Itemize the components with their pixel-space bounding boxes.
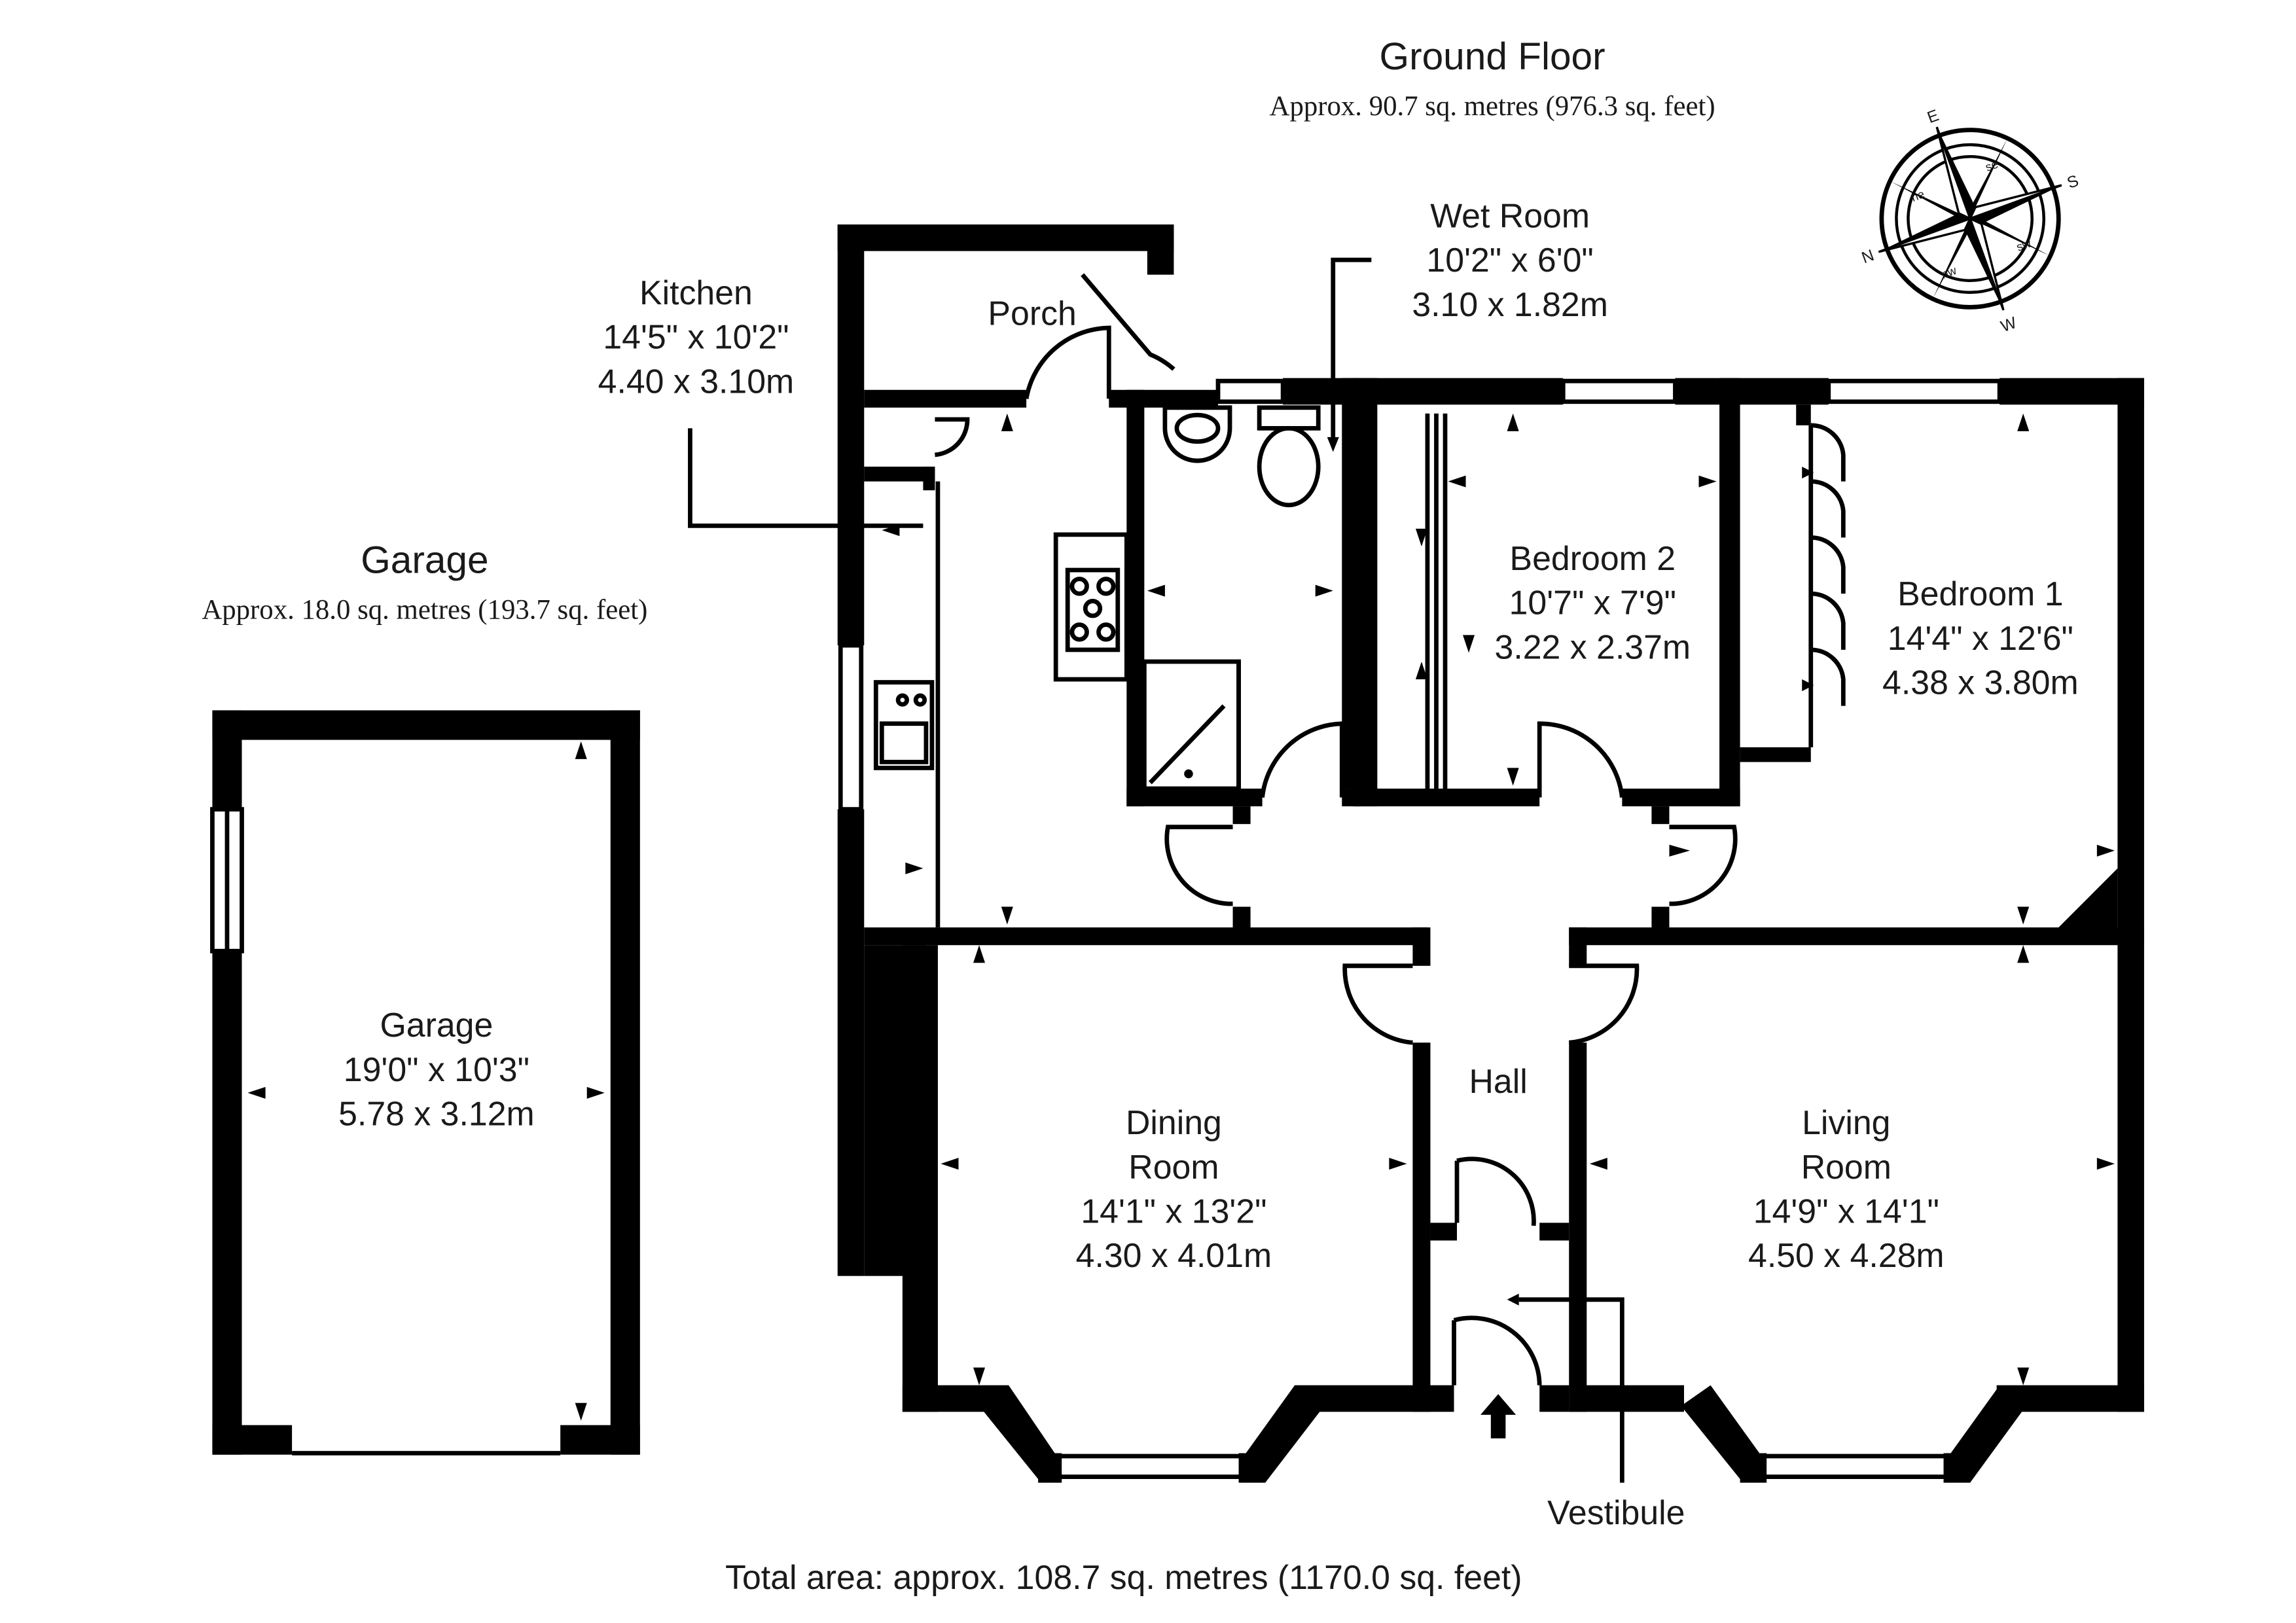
garage-metric: 5.78 x 3.12m — [338, 1094, 535, 1132]
living-name-2: Room — [1801, 1148, 1892, 1186]
living-name-1: Living — [1802, 1103, 1890, 1141]
bedroom2-name: Bedroom 2 — [1510, 539, 1676, 577]
vestibule-name: Vestibule — [1547, 1493, 1685, 1531]
bedroom1-imperial: 14'4" x 12'6" — [1888, 619, 2073, 657]
compass-label-e: E — [1925, 107, 1941, 127]
bedroom1-name: Bedroom 1 — [1897, 575, 2063, 613]
dining-name-2: Room — [1128, 1148, 1219, 1186]
porch-name: Porch — [988, 294, 1076, 332]
kitchen-imperial: 14'5" x 10'2" — [603, 318, 789, 356]
total-area: Total area: approx. 108.7 sq. metres (11… — [725, 1558, 1522, 1596]
dining-name-1: Dining — [1126, 1103, 1222, 1141]
entrance-arrow-icon — [1480, 1394, 1516, 1438]
wet-room-metric: 3.10 x 1.82m — [1412, 285, 1608, 323]
living-metric: 4.50 x 4.28m — [1748, 1236, 1945, 1274]
house-walls — [837, 224, 2144, 1412]
compass-rose-icon: E S W N se sw nw ne — [1859, 107, 2081, 336]
dining-metric: 4.30 x 4.01m — [1076, 1236, 1272, 1274]
compass-label-s: S — [2065, 172, 2081, 192]
wet-room-imperial: 10'2" x 6'0" — [1426, 241, 1593, 279]
ground-floor-area: Approx. 90.7 sq. metres (976.3 sq. feet) — [1270, 91, 1715, 122]
bedroom2-metric: 3.22 x 2.37m — [1495, 628, 1691, 666]
wet-room-fixtures — [1141, 405, 1321, 791]
ground-floor-title: Ground Floor — [1380, 35, 1605, 78]
garage-building — [210, 710, 640, 1455]
kitchen-name: Kitchen — [639, 274, 753, 312]
leader-lines — [688, 257, 1624, 1483]
label-bedroom1: Bedroom 1 14'4" x 12'6" 4.38 x 3.80m — [1882, 575, 2079, 701]
label-living: Living Room 14'9" x 14'1" 4.50 x 4.28m — [1748, 1103, 1945, 1274]
label-wet-room: Wet Room 10'2" x 6'0" 3.10 x 1.82m — [1412, 196, 1608, 323]
label-bedroom2: Bedroom 2 10'7" x 7'9" 3.22 x 2.37m — [1495, 539, 1691, 666]
compass-label-n: N — [1859, 247, 1876, 268]
dimension-markers — [247, 413, 2115, 1421]
garage-section-title: Garage — [361, 539, 488, 582]
living-bay-window — [1681, 1385, 2026, 1483]
garage-section-area: Approx. 18.0 sq. metres (193.7 sq. feet) — [202, 594, 647, 625]
bedroom2-imperial: 10'7" x 7'9" — [1509, 584, 1676, 622]
kitchen-metric: 4.40 x 3.10m — [598, 362, 795, 400]
label-dining: Dining Room 14'1" x 13'2" 4.30 x 4.01m — [1076, 1103, 1272, 1274]
dining-bay-window — [979, 1385, 1325, 1483]
hall-name: Hall — [1469, 1062, 1527, 1100]
kitchen-fixtures — [873, 481, 1129, 928]
dining-imperial: 14'1" x 13'2" — [1081, 1192, 1266, 1230]
bedroom1-wardrobe — [1808, 423, 1846, 747]
label-kitchen: Kitchen 14'5" x 10'2" 4.40 x 3.10m — [598, 274, 795, 400]
compass-label-w: W — [1999, 314, 2020, 336]
doors — [935, 273, 1738, 1385]
windows — [838, 378, 2002, 812]
garage-imperial: 19'0" x 10'3" — [344, 1050, 529, 1088]
living-imperial: 14'9" x 14'1" — [1753, 1192, 1939, 1230]
wet-room-name: Wet Room — [1430, 196, 1590, 234]
garage-name: Garage — [380, 1006, 493, 1044]
label-garage: Garage 19'0" x 10'3" 5.78 x 3.12m — [338, 1006, 535, 1132]
bedroom1-metric: 4.38 x 3.80m — [1882, 664, 2079, 702]
bedroom2-wardrobe — [1425, 413, 1448, 789]
